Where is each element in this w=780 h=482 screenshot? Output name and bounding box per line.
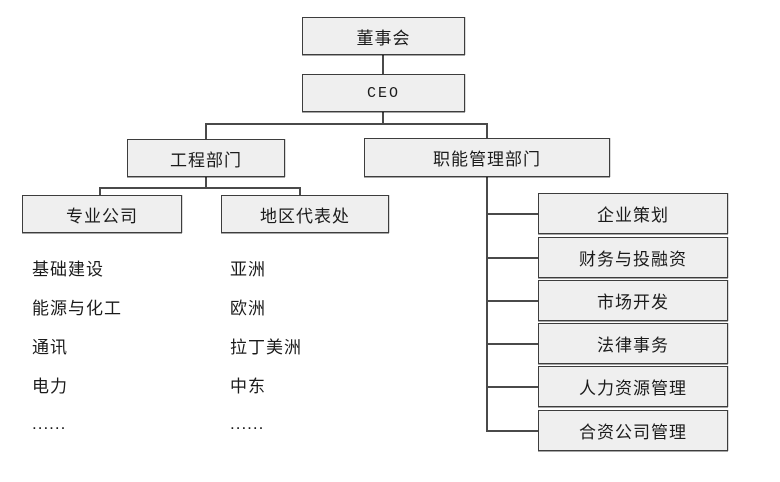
list-item-latin-america: 拉丁美洲	[230, 338, 302, 357]
org-node-market-development: 市场开发	[538, 280, 728, 321]
connector-branch-5	[486, 386, 538, 388]
org-node-regional-offices: 地区代表处	[221, 195, 389, 233]
list-item-energy-chemical: 能源与化工	[32, 299, 122, 318]
connector-branch-6	[486, 430, 538, 432]
professional-companies-list: 基础建设 能源与化工 通讯 电力 ......	[32, 248, 122, 443]
connector-branch-3	[486, 300, 538, 302]
connector-drop-professional	[99, 187, 101, 195]
connector-split-horizontal	[205, 123, 488, 125]
list-item-middle-east: 中东	[230, 377, 266, 396]
connector-functional-trunk	[486, 177, 488, 432]
regional-offices-list: 亚洲 欧洲 拉丁美洲 中东 ......	[230, 248, 302, 443]
org-node-legal-affairs: 法律事务	[538, 323, 728, 364]
list-item-ellipsis: ......	[230, 413, 265, 433]
connector-engineering-horizontal	[99, 187, 301, 189]
connector-branch-1	[486, 213, 538, 215]
org-node-professional-companies: 专业公司	[22, 195, 182, 233]
connector-branch-4	[486, 343, 538, 345]
org-node-functional: 职能管理部门	[364, 138, 610, 177]
list-item-infrastructure: 基础建设	[32, 260, 104, 279]
org-node-enterprise-planning: 企业策划	[538, 193, 728, 234]
connector-ceo-split	[382, 112, 384, 124]
connector-branch-2	[486, 257, 538, 259]
connector-drop-regional	[299, 187, 301, 195]
connector-board-ceo	[382, 55, 384, 74]
list-item-asia: 亚洲	[230, 260, 266, 279]
connector-drop-functional	[486, 123, 488, 138]
org-node-board: 董事会	[302, 17, 465, 55]
org-node-ceo: CEO	[302, 74, 465, 112]
list-item-power: 电力	[32, 377, 68, 396]
connector-engineering-split	[205, 177, 207, 188]
list-item-ellipsis: ......	[32, 413, 67, 433]
list-item-communications: 通讯	[32, 338, 68, 357]
org-node-joint-venture-management: 合资公司管理	[538, 410, 728, 451]
org-node-finance-investment: 财务与投融资	[538, 237, 728, 278]
org-node-hr-management: 人力资源管理	[538, 366, 728, 407]
org-node-engineering: 工程部门	[127, 139, 285, 177]
connector-drop-engineering	[205, 123, 207, 140]
list-item-europe: 欧洲	[230, 299, 266, 318]
